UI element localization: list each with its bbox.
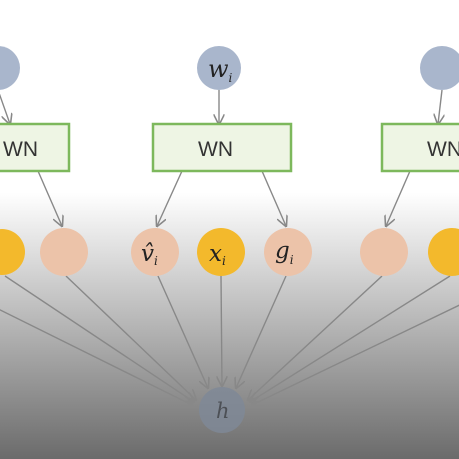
x-node-center [197, 228, 245, 276]
edge-wn-right-to-v [386, 170, 411, 226]
edge-v-right-to-h [248, 275, 383, 400]
x-node-right [428, 228, 459, 276]
edge-x-left-to-h [0, 309, 192, 405]
edge-wn-center-to-v [157, 170, 183, 226]
edge-v-center-to-h [157, 275, 208, 388]
weight-node-label: wi [208, 55, 233, 85]
g-node-center [264, 228, 312, 276]
weight-node-left [0, 46, 20, 90]
weight-node-right [420, 46, 459, 90]
wn-box-center [151, 122, 293, 173]
g-node-left [40, 228, 88, 276]
wn-box-right [380, 122, 459, 173]
v-node-label: v̂i [141, 241, 158, 268]
edge-x-center-to-h [221, 275, 222, 386]
edge-g-center-to-h [236, 275, 287, 388]
edge-weight-right-to-wn [438, 89, 442, 124]
weight-node-center [197, 46, 241, 90]
edge-wn-center-to-g [261, 170, 286, 226]
edge-weight-left-to-wn [0, 93, 10, 124]
g-node-label: gi [275, 238, 294, 267]
wn-label-left: WN [3, 138, 38, 161]
x-node-label: xi [209, 241, 226, 268]
wn-label-center: WN [198, 138, 233, 161]
edges [0, 89, 459, 405]
edge-x-right-to-h [250, 275, 451, 402]
wn-box-left [0, 122, 71, 173]
edge-x-left2-to-h [4, 275, 194, 402]
edge-x-right2-to-h [252, 304, 459, 405]
edge-g-left-to-h [65, 275, 196, 400]
x-node-left [0, 229, 25, 275]
output-node-h [199, 387, 245, 433]
v-node-right [360, 228, 408, 276]
wn-label-right: WN [427, 138, 459, 161]
edge-wn-left-to-g [37, 170, 62, 226]
v-node-center [131, 228, 179, 276]
output-node-label: h [216, 399, 230, 423]
